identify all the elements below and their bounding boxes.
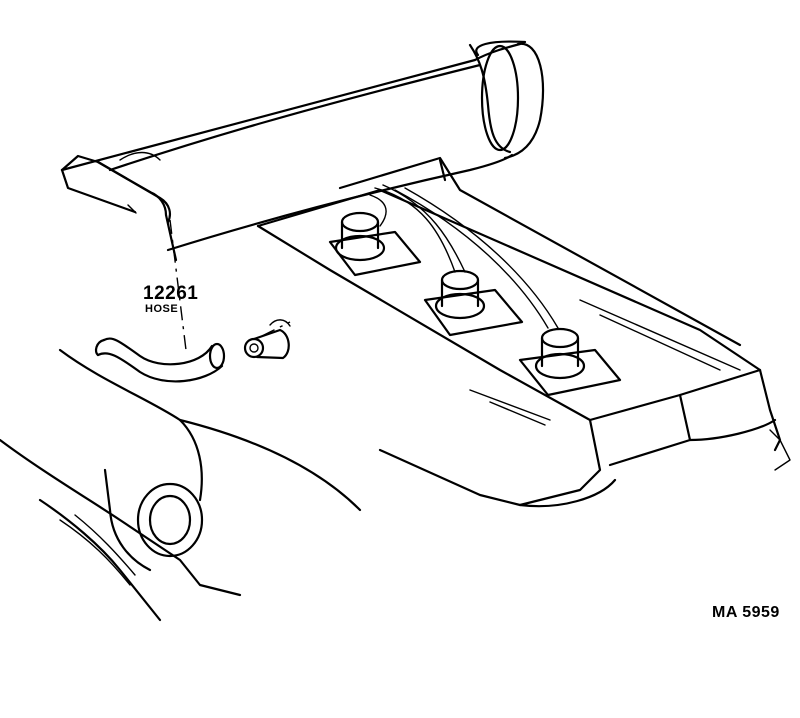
- spark-plug-2: [423, 269, 524, 337]
- spark-plug-1: [328, 211, 422, 277]
- union-fitting: [243, 319, 291, 360]
- oil-filler-cap: [136, 482, 204, 558]
- part-name-label: HOSE: [145, 303, 179, 315]
- hose-part: [94, 337, 226, 383]
- pipe-bracket: [60, 154, 178, 262]
- engine-block-lower: [0, 348, 362, 622]
- engine-head-cover: [256, 156, 791, 508]
- part-number-label: 12261: [143, 283, 199, 304]
- ignition-wires: [369, 184, 559, 329]
- intake-pipe: [60, 40, 545, 252]
- figure-code: MA 5959: [712, 604, 780, 621]
- spark-plug-3: [518, 327, 622, 397]
